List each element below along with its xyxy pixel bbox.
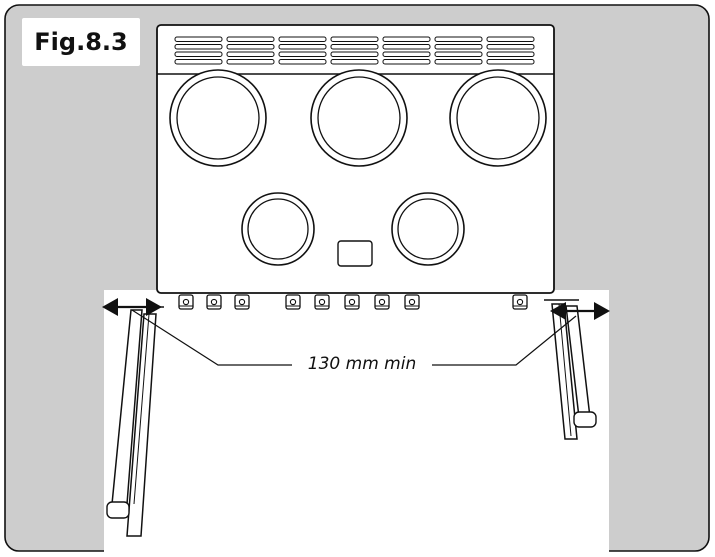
vent-slot bbox=[278, 51, 327, 57]
vent-slot bbox=[174, 36, 223, 42]
control-knob bbox=[374, 294, 390, 310]
vent-slot bbox=[174, 51, 223, 57]
control-knob-row bbox=[178, 294, 528, 310]
burner-ring bbox=[449, 69, 547, 167]
control-knob bbox=[314, 294, 330, 310]
control-knob bbox=[404, 294, 420, 310]
control-knob bbox=[285, 294, 301, 310]
floor-area bbox=[104, 290, 609, 552]
right-door-handle bbox=[573, 411, 597, 428]
vent-slot bbox=[174, 59, 223, 65]
vent-slot bbox=[278, 36, 327, 42]
vent-slot bbox=[382, 44, 431, 50]
vent-slot bbox=[434, 36, 483, 42]
cooker-clearance-diagram bbox=[4, 4, 710, 552]
vent-slot bbox=[330, 59, 379, 65]
burner-ring bbox=[169, 69, 267, 167]
control-knob bbox=[178, 294, 194, 310]
left-door-handle bbox=[106, 501, 130, 519]
dimension-label: 130 mm min bbox=[292, 351, 432, 377]
left-door bbox=[106, 306, 164, 537]
vent-slot bbox=[174, 44, 223, 50]
vent-slot bbox=[486, 51, 535, 57]
vent-slot bbox=[434, 51, 483, 57]
vent-slot bbox=[226, 51, 275, 57]
burner-ring bbox=[391, 192, 465, 266]
vent-slot bbox=[486, 44, 535, 50]
vent-slot bbox=[226, 36, 275, 42]
left-clearance-arrow bbox=[102, 298, 162, 316]
burner-ring bbox=[310, 69, 408, 167]
figure-frame: Fig.8.3 130 mm min bbox=[4, 4, 710, 552]
vent-grille bbox=[174, 36, 535, 65]
control-knob bbox=[344, 294, 360, 310]
left-leader-line bbox=[131, 309, 292, 366]
vent-slot bbox=[486, 36, 535, 42]
vent-slot bbox=[382, 59, 431, 65]
vent-slot bbox=[330, 36, 379, 42]
vent-slot bbox=[434, 59, 483, 65]
vent-slot bbox=[226, 59, 275, 65]
vent-slot bbox=[330, 44, 379, 50]
figure-label: Fig.8.3 bbox=[22, 18, 140, 66]
right-door bbox=[544, 299, 597, 440]
vent-slot bbox=[434, 44, 483, 50]
burner-group bbox=[169, 69, 547, 266]
vent-slot bbox=[382, 36, 431, 42]
control-knob bbox=[234, 294, 250, 310]
burner-ring bbox=[241, 192, 315, 266]
vent-slot bbox=[486, 59, 535, 65]
vent-slot bbox=[330, 51, 379, 57]
vent-slot bbox=[278, 44, 327, 50]
vent-slot bbox=[226, 44, 275, 50]
control-display bbox=[337, 240, 373, 267]
control-knob bbox=[512, 294, 528, 310]
right-leader-line bbox=[432, 315, 577, 366]
vent-slot bbox=[382, 51, 431, 57]
vent-slot bbox=[278, 59, 327, 65]
control-knob bbox=[206, 294, 222, 310]
right-clearance-arrow bbox=[550, 302, 610, 320]
